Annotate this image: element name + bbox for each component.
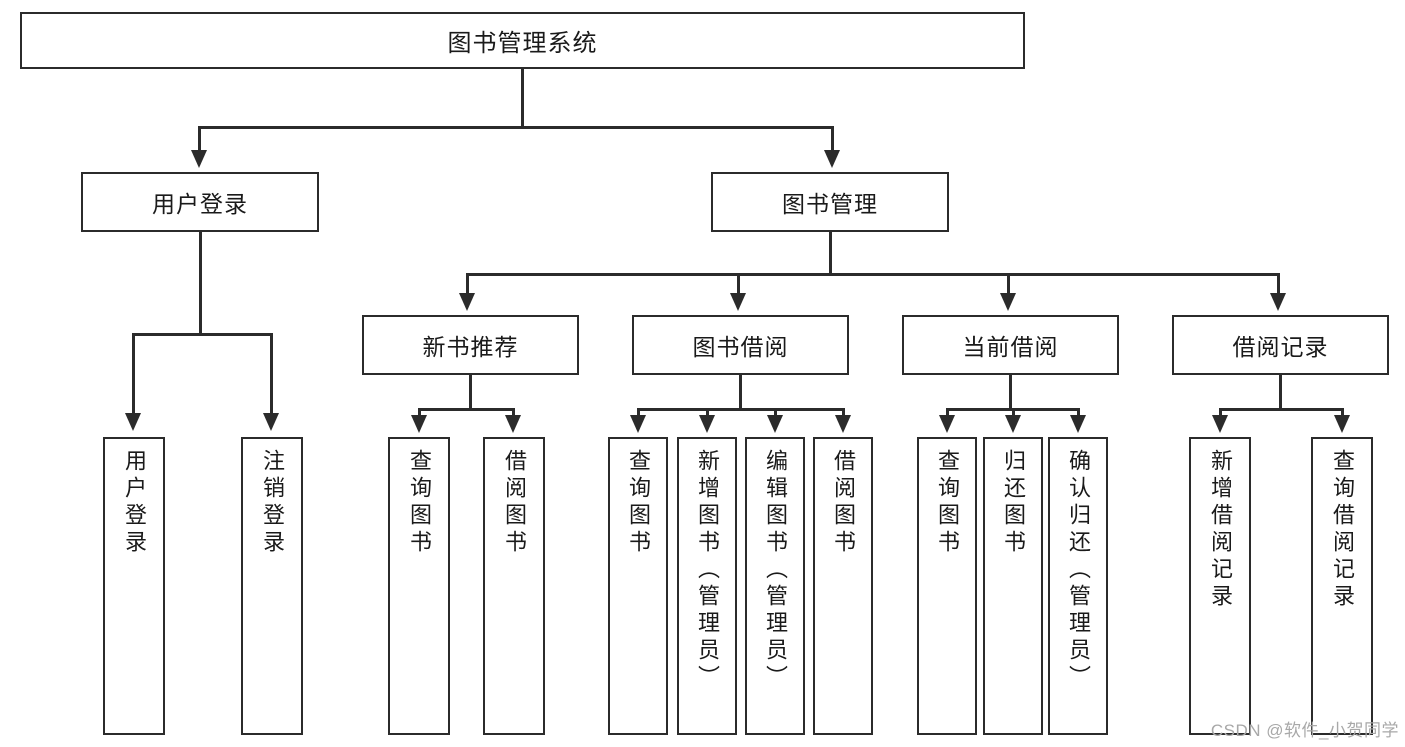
- arrow-to-leaf-query-book-2: [630, 415, 646, 433]
- connector-book-manage-bus: [466, 273, 1280, 276]
- node-new-book-recommend[interactable]: 新书推荐: [362, 315, 579, 375]
- connector-book-borrow-drop-3: [774, 408, 777, 417]
- leaf-label: 新增图书（管理员）: [695, 449, 720, 692]
- connector-book-borrow-bus: [637, 408, 843, 411]
- connector-root-drop-right: [831, 126, 834, 152]
- connector-book-borrow-drop-1: [637, 408, 640, 417]
- node-book-manage[interactable]: 图书管理: [711, 172, 949, 232]
- connector-user-login-drop-2: [270, 333, 273, 415]
- node-book-borrow[interactable]: 图书借阅: [632, 315, 849, 375]
- connector-book-borrow-drop-4: [842, 408, 845, 417]
- connector-borrow-record-stem: [1279, 375, 1282, 409]
- node-leaf-user-login[interactable]: 用户登录: [103, 437, 165, 735]
- node-leaf-query-record[interactable]: 查询借阅记录: [1311, 437, 1373, 735]
- node-leaf-query-book-3[interactable]: 查询图书: [917, 437, 977, 735]
- leaf-label: 新增借阅记录: [1208, 449, 1233, 611]
- node-leaf-add-book[interactable]: 新增图书（管理员）: [677, 437, 737, 735]
- connector-user-login-bus: [132, 333, 271, 336]
- leaf-label: 用户登录: [122, 449, 147, 557]
- node-leaf-add-record[interactable]: 新增借阅记录: [1189, 437, 1251, 735]
- connector-root-bus: [198, 126, 833, 129]
- connector-book-manage-drop-3: [1007, 273, 1010, 295]
- node-leaf-confirm-return[interactable]: 确认归还（管理员）: [1048, 437, 1108, 735]
- node-user-login[interactable]: 用户登录: [81, 172, 319, 232]
- leaf-label: 编辑图书（管理员）: [763, 449, 788, 692]
- node-leaf-edit-book[interactable]: 编辑图书（管理员）: [745, 437, 805, 735]
- leaf-label: 查询图书: [626, 449, 651, 557]
- leaf-label: 查询借阅记录: [1330, 449, 1355, 611]
- leaf-label: 确认归还（管理员）: [1066, 449, 1091, 692]
- connector-new-book-stem: [469, 375, 472, 409]
- arrow-to-leaf-borrow-book-1: [505, 415, 521, 433]
- connector-current-borrow-drop-1: [946, 408, 949, 417]
- arrow-to-leaf-add-record: [1212, 415, 1228, 433]
- connector-borrow-record-drop-2: [1341, 408, 1344, 417]
- connector-current-borrow-drop-2: [1012, 408, 1015, 417]
- leaf-label: 借阅图书: [831, 449, 856, 557]
- connector-book-manage-drop-1: [466, 273, 469, 295]
- arrow-to-leaf-query-book-3: [939, 415, 955, 433]
- connector-book-manage-stem: [829, 232, 832, 274]
- node-borrow-record[interactable]: 借阅记录: [1172, 315, 1389, 375]
- connector-book-manage-drop-4: [1277, 273, 1280, 295]
- node-leaf-query-book-1[interactable]: 查询图书: [388, 437, 450, 735]
- arrow-to-borrow-record: [1270, 293, 1286, 311]
- connector-current-borrow-drop-3: [1077, 408, 1080, 417]
- connector-book-borrow-drop-2: [706, 408, 709, 417]
- leaf-label: 查询图书: [935, 449, 960, 557]
- connector-borrow-record-drop-1: [1219, 408, 1222, 417]
- connector-root-stem: [521, 69, 524, 127]
- node-root-book-management-system[interactable]: 图书管理系统: [20, 12, 1025, 69]
- leaf-label: 借阅图书: [502, 449, 527, 557]
- node-leaf-return-book[interactable]: 归还图书: [983, 437, 1043, 735]
- arrow-to-book-borrow: [730, 293, 746, 311]
- node-leaf-borrow-book-2[interactable]: 借阅图书: [813, 437, 873, 735]
- leaf-label: 查询图书: [407, 449, 432, 557]
- node-current-borrow[interactable]: 当前借阅: [902, 315, 1119, 375]
- arrow-to-leaf-add-book: [699, 415, 715, 433]
- leaf-label: 注销登录: [260, 449, 285, 557]
- connector-new-book-drop-1: [418, 408, 421, 417]
- node-leaf-logout-login[interactable]: 注销登录: [241, 437, 303, 735]
- arrow-to-leaf-user-login: [125, 413, 141, 431]
- node-leaf-borrow-book-1[interactable]: 借阅图书: [483, 437, 545, 735]
- connector-book-borrow-stem: [739, 375, 742, 409]
- arrow-to-user-login: [191, 150, 207, 168]
- connector-new-book-drop-2: [512, 408, 515, 417]
- connector-current-borrow-stem: [1009, 375, 1012, 409]
- leaf-label: 归还图书: [1001, 449, 1026, 557]
- arrow-to-leaf-edit-book: [767, 415, 783, 433]
- connector-root-drop-left: [198, 126, 201, 152]
- arrow-to-book-manage: [824, 150, 840, 168]
- connector-user-login-stem: [199, 232, 202, 334]
- connector-user-login-drop-1: [132, 333, 135, 415]
- arrow-to-current-borrow: [1000, 293, 1016, 311]
- csdn-watermark: CSDN @软件_小贺同学: [1210, 721, 1399, 740]
- arrow-to-leaf-query-record: [1334, 415, 1350, 433]
- connector-new-book-bus: [418, 408, 514, 411]
- connector-borrow-record-bus: [1219, 408, 1343, 411]
- arrow-to-new-book-recommend: [459, 293, 475, 311]
- arrow-to-leaf-return-book: [1005, 415, 1021, 433]
- node-leaf-query-book-2[interactable]: 查询图书: [608, 437, 668, 735]
- arrow-to-leaf-query-book-1: [411, 415, 427, 433]
- arrow-to-leaf-logout-login: [263, 413, 279, 431]
- connector-book-manage-drop-2: [737, 273, 740, 295]
- arrow-to-leaf-borrow-book-2: [835, 415, 851, 433]
- arrow-to-leaf-confirm-return: [1070, 415, 1086, 433]
